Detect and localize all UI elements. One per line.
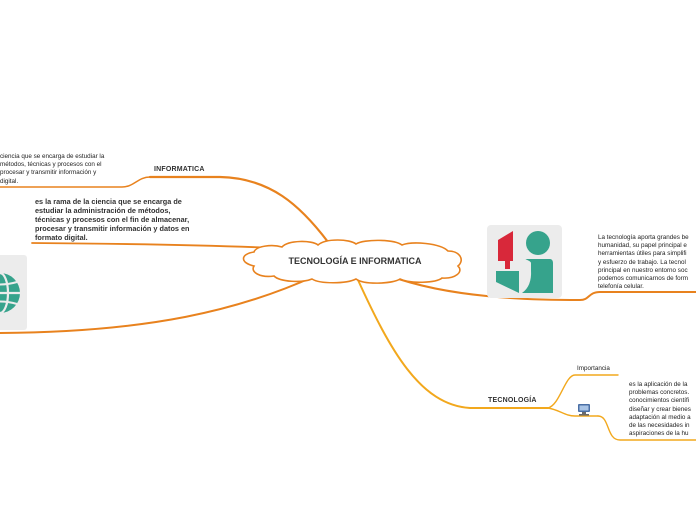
computer-icon (578, 404, 590, 416)
text-line: de las necesidades in (629, 422, 690, 430)
text-line: estudiar la administración de métodos, (35, 206, 171, 215)
globe-icon (0, 271, 20, 315)
branch-tecnologia (357, 279, 549, 409)
text-line: conocimientos científi (629, 397, 690, 405)
text-line: principal en nuestro entorno soc (598, 266, 688, 274)
informatica-description[interactable]: ciencia que se encarga de estudiar la mé… (0, 153, 122, 186)
text-line: La tecnología aporta grandes be (598, 234, 689, 241)
branch-importancia (547, 374, 619, 409)
text-line: procesar y transmitir información y (0, 169, 97, 177)
text-line: problemas concretos. (629, 389, 690, 397)
text-line: y esfuerzo de trabajo. La tecnol (598, 258, 686, 266)
tecnologia-description[interactable]: es la aplicación de la problemas concret… (629, 381, 696, 438)
branch-informatica-desc (0, 176, 151, 188)
branch-globe (0, 275, 316, 334)
text-line: ciencia que se encarga de estudiar la (0, 153, 105, 160)
text-line: adaptación al medio a (629, 413, 691, 421)
text-line: podemos comunicarnos de form (598, 275, 688, 283)
branch-informatica (148, 175, 330, 244)
text-line: telefonía celular. (598, 283, 644, 291)
branch-tec-desc (597, 415, 696, 441)
central-topic-title[interactable]: TECNOLOGÍA E INFORMATICA (288, 256, 422, 266)
text-line: procesar y transmitir información y dato… (35, 224, 190, 233)
text-line: aspiraciones de la hu (629, 430, 689, 438)
text-line: es la aplicación de la (629, 381, 688, 388)
text-line: técnicas y procesos con el fin de almace… (35, 215, 190, 224)
branch-main-desc (31, 242, 276, 249)
text-line: métodos, técnicas y procesos con el (0, 161, 102, 169)
tecnologia-label[interactable]: TECNOLOGÍA (488, 397, 537, 404)
branch-right (389, 275, 696, 302)
central-cloud[interactable] (242, 239, 462, 284)
technology-benefits-description[interactable]: La tecnología aporta grandes be humanida… (598, 234, 696, 291)
text-line: diseñar y crear bienes (629, 405, 691, 413)
informatica-label[interactable]: INFORMATICA (154, 166, 205, 173)
text-line: herramientas útiles para simplifi (598, 250, 687, 258)
person-computer-icon (496, 231, 553, 293)
text-line: formato digital. (35, 233, 88, 242)
text-line: digital. (0, 177, 19, 185)
text-line: es la rama de la ciencia que se encarga … (35, 197, 182, 206)
text-line: humanidad, su papel principal e (598, 242, 687, 250)
branch-computer (547, 407, 599, 417)
main-description[interactable]: es la rama de la ciencia que se encarga … (35, 197, 235, 242)
importancia-label[interactable]: Importancia (577, 365, 610, 372)
